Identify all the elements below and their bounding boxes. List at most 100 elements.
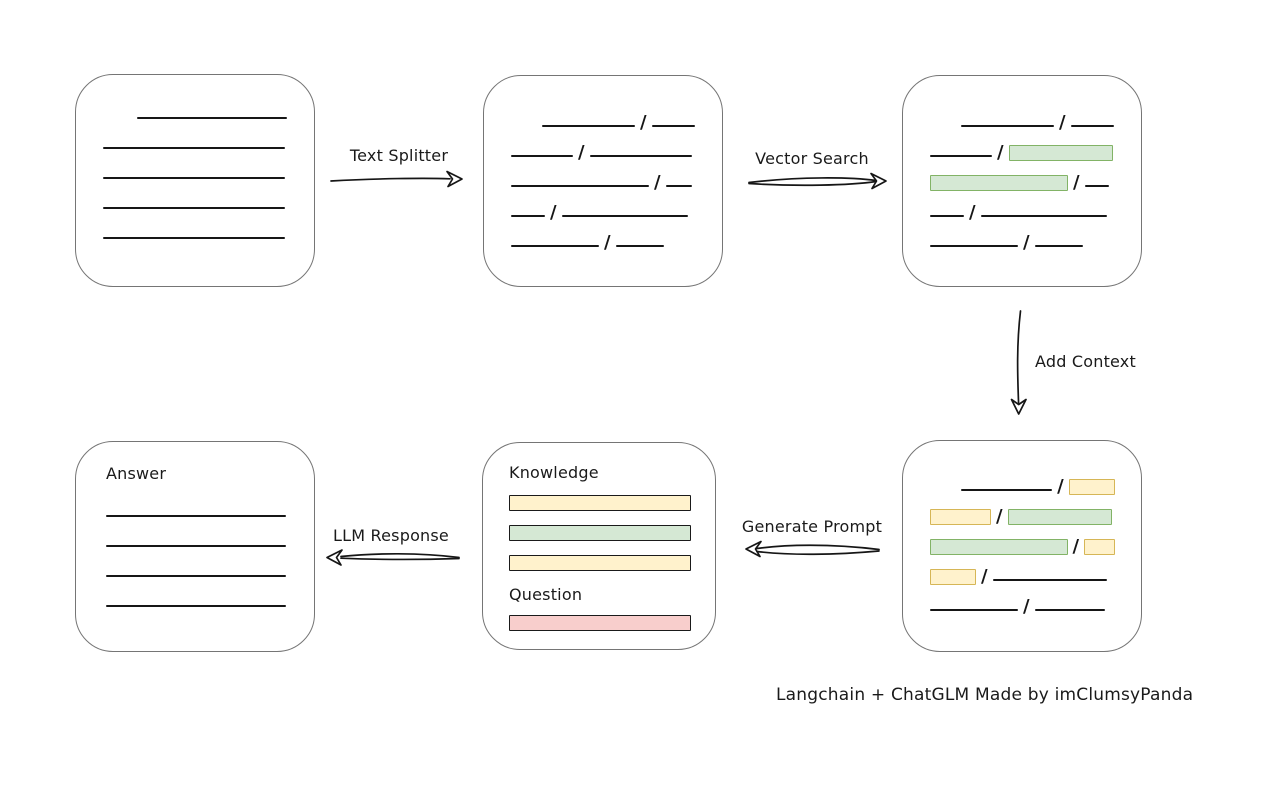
text-splitter-arrow <box>330 170 463 188</box>
text-line <box>103 177 285 179</box>
slash-separator: / <box>1059 112 1066 133</box>
split-chunks-lines: / / / / / <box>484 76 722 253</box>
chunk-row: / <box>930 189 1115 223</box>
green-highlight-bar <box>930 539 1068 555</box>
text-line <box>511 155 573 157</box>
diagram-caption: Langchain + ChatGLM Made by imClumsyPand… <box>776 685 1194 705</box>
vector-search-label: Vector Search <box>755 149 869 168</box>
slash-separator: / <box>1072 536 1080 557</box>
answer-box: Answer <box>75 441 315 652</box>
answer-box-content: Answer <box>76 442 314 609</box>
text-line <box>106 575 286 577</box>
text-line <box>1084 185 1109 187</box>
split-chunks-box: / / / / / <box>483 75 723 287</box>
vector-search-arrow <box>748 172 887 190</box>
green-highlight-bar <box>930 175 1068 191</box>
chunk-row: / <box>930 523 1115 557</box>
text-line <box>960 489 1053 491</box>
generate-prompt-label: Generate Prompt <box>741 517 883 536</box>
yellow-prompt-bar <box>509 555 691 571</box>
green-prompt-bar <box>509 525 691 541</box>
yellow-highlight-bar <box>1084 539 1115 555</box>
slash-separator: / <box>997 142 1004 163</box>
chunk-row: / <box>930 463 1115 497</box>
chunk-row <box>103 211 287 241</box>
answer-label: Answer <box>106 464 167 483</box>
text-splitter-label: Text Splitter <box>349 146 449 165</box>
question-label: Question <box>509 585 583 604</box>
chunk-row: / <box>930 159 1115 193</box>
chunk-row: / <box>930 99 1115 133</box>
chunk-row: / <box>511 189 696 223</box>
green-highlight-bar <box>1008 145 1113 161</box>
text-line <box>651 125 695 127</box>
slash-separator: / <box>578 142 585 163</box>
text-line <box>589 155 692 157</box>
chunk-row: / <box>930 493 1115 527</box>
prompt-box-content: Knowledge Question <box>483 443 715 631</box>
generate-prompt-arrow <box>745 540 880 558</box>
chunk-row <box>106 489 286 519</box>
yellow-prompt-bar <box>509 495 691 511</box>
text-line <box>930 609 1018 611</box>
llm-response-arrow <box>326 549 460 566</box>
text-line <box>106 605 286 607</box>
knowledge-bars <box>509 495 691 571</box>
text-line <box>615 245 664 247</box>
slash-separator: / <box>1023 232 1030 253</box>
chunk-row: / <box>511 219 696 253</box>
text-line <box>930 245 1018 247</box>
question-bars <box>509 615 691 631</box>
text-line <box>1034 245 1083 247</box>
answer-lines <box>106 489 286 609</box>
slash-separator: / <box>981 566 988 587</box>
chunk-row <box>106 549 286 579</box>
text-line <box>930 155 992 157</box>
text-line <box>511 215 545 217</box>
slash-separator: / <box>604 232 611 253</box>
text-line <box>665 185 692 187</box>
chunk-row: / <box>930 583 1115 617</box>
text-line <box>511 245 599 247</box>
chunk-row <box>103 181 287 211</box>
add-context-label: Add Context <box>1035 352 1136 371</box>
text-line <box>103 207 285 209</box>
chunk-row: / <box>930 129 1115 163</box>
slash-separator: / <box>640 112 647 133</box>
prompt-box: Knowledge Question <box>482 442 716 650</box>
slash-separator: / <box>1023 596 1030 617</box>
context-chunks-lines: / / / / / <box>903 441 1141 617</box>
chunk-row <box>106 579 286 609</box>
context-chunks-box: / / / / / <box>902 440 1142 652</box>
slash-separator: / <box>1073 172 1080 193</box>
chunk-row: / <box>511 159 696 193</box>
slash-separator: / <box>654 172 661 193</box>
slash-separator: / <box>969 202 976 223</box>
green-highlight-bar <box>1007 509 1112 525</box>
chunk-row: / <box>511 129 696 163</box>
slash-separator: / <box>550 202 557 223</box>
text-line <box>980 215 1107 217</box>
text-line <box>1034 609 1105 611</box>
chunk-row: / <box>511 99 696 133</box>
slash-separator: / <box>1057 476 1064 497</box>
matched-chunks-box: / / / / / <box>902 75 1142 287</box>
slash-separator: / <box>996 506 1003 527</box>
text-line <box>1070 125 1114 127</box>
yellow-highlight-bar <box>1068 479 1115 495</box>
matched-chunks-lines: / / / / / <box>903 76 1141 253</box>
chunk-row <box>103 121 287 151</box>
chunk-row: / <box>930 553 1115 587</box>
text-line <box>136 117 287 119</box>
text-line <box>992 579 1107 581</box>
source-document-box <box>75 74 315 287</box>
llm-response-label: LLM Response <box>333 526 449 545</box>
text-line <box>103 147 285 149</box>
text-line <box>930 215 964 217</box>
yellow-highlight-bar <box>930 509 991 525</box>
yellow-highlight-bar <box>930 569 976 585</box>
knowledge-label: Knowledge <box>509 463 599 482</box>
text-line <box>961 125 1054 127</box>
text-line <box>106 515 286 517</box>
